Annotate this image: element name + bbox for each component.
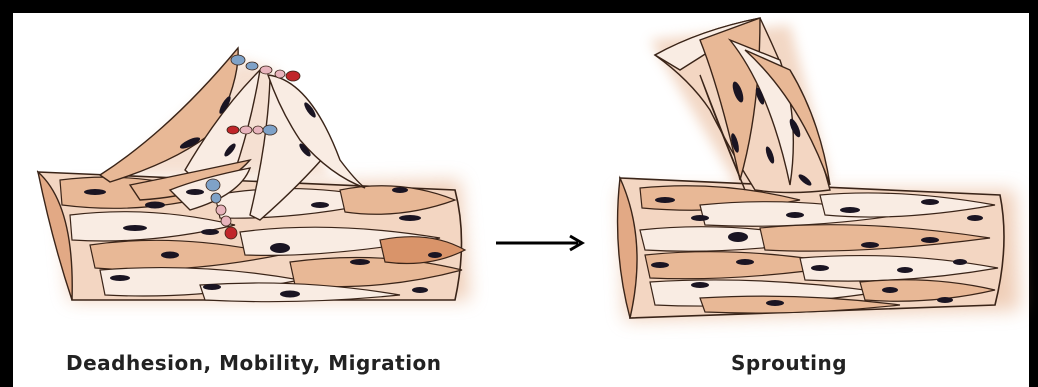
right-sprout-cells	[655, 18, 830, 193]
right-vessel-group	[618, 18, 1020, 320]
left-vessel-group	[38, 48, 470, 302]
right-arrow-icon	[496, 236, 582, 250]
caption-deadhesion-mobility-migration: Deadhesion, Mobility, Migration	[66, 351, 442, 375]
caption-sprouting: Sprouting	[731, 351, 847, 375]
